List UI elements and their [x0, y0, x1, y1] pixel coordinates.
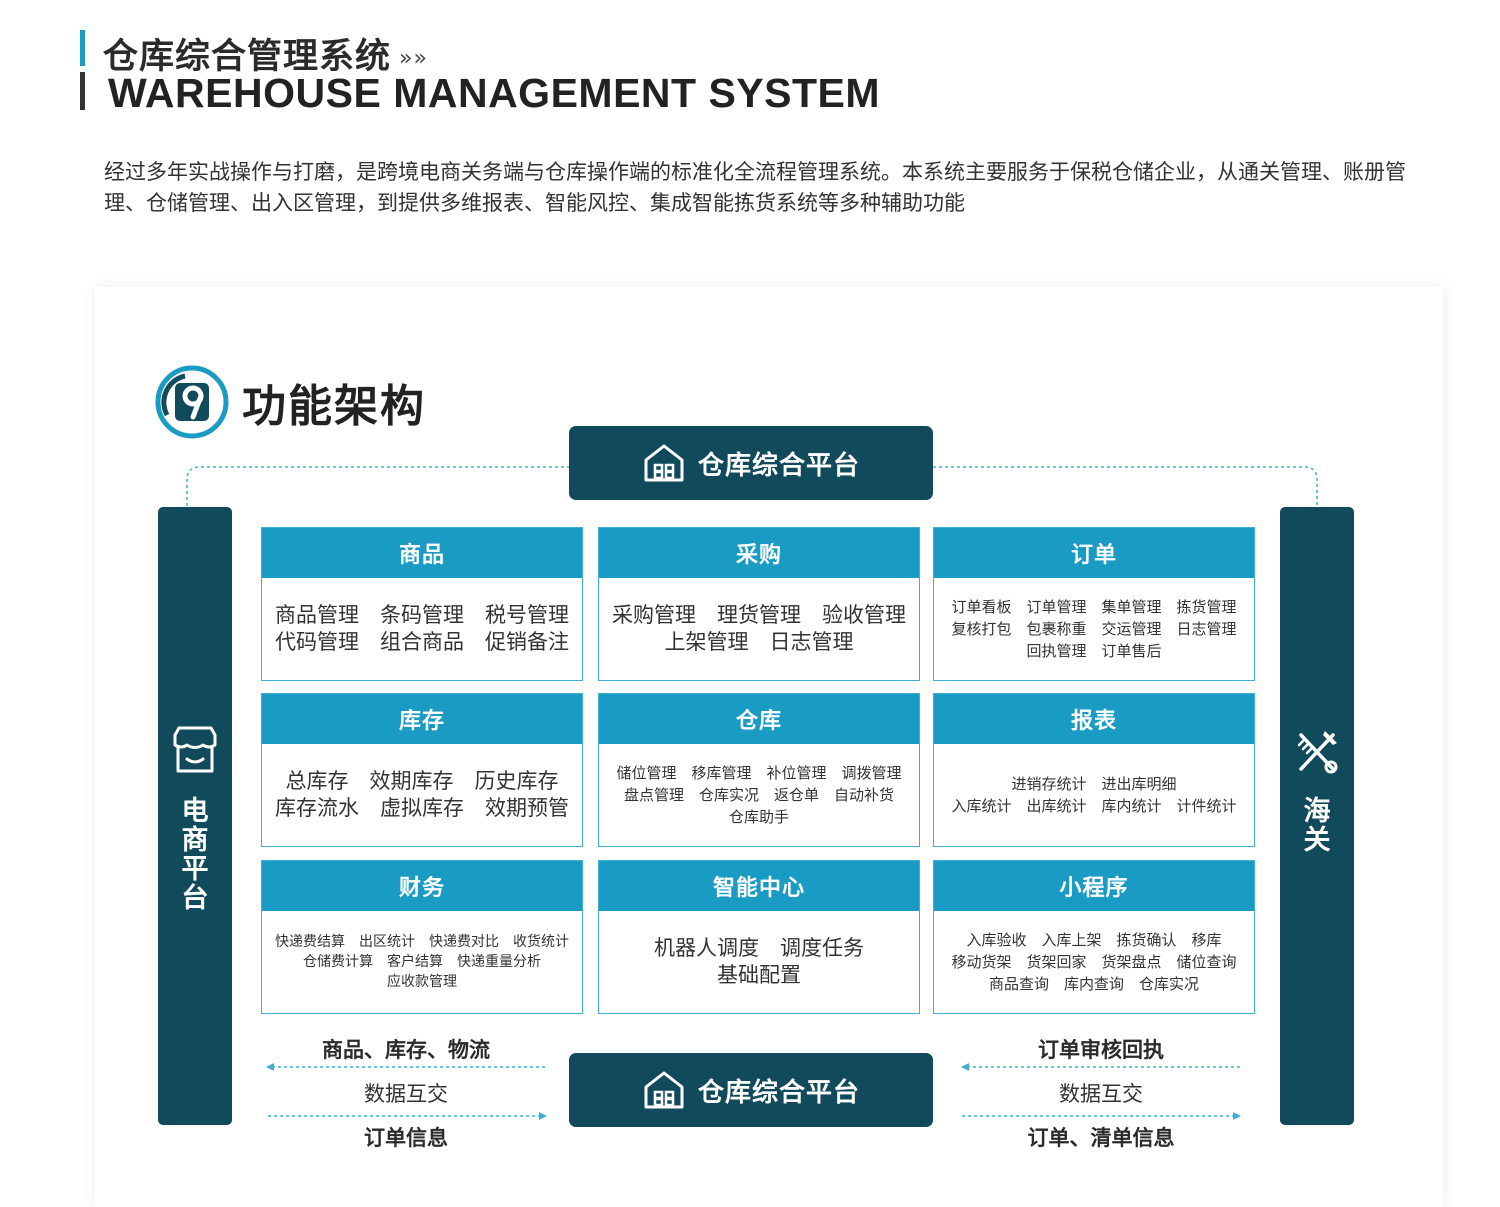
module-title: 仓库	[599, 694, 919, 744]
module-warehouse: 仓库 储位管理 移库管理 补位管理 调拨管理 盘点管理 仓库实况 返仓单 自动补…	[598, 693, 920, 847]
module-title: 小程序	[934, 861, 1254, 911]
module-line: 进销存统计 进出库明细	[1011, 775, 1177, 793]
side-customs: 海 关	[1280, 507, 1354, 1125]
platform-bottom-label: 仓库综合平台	[697, 1077, 860, 1108]
flow-right-bottom: 订单、清单信息	[1027, 1126, 1175, 1150]
platform-top: 仓库综合平台	[569, 426, 933, 500]
module-mini-program: 小程序 入库验收 入库上架 拣货确认 移库 移动货架 货架回家 货架盘点 储位查…	[933, 860, 1255, 1014]
module-line: 机器人调度 调度任务	[654, 936, 864, 960]
module-line: 仓库助手	[728, 808, 789, 826]
side-customs-label: 海 关	[1303, 796, 1331, 856]
double-chevron-icon: »»	[399, 45, 428, 71]
flow-left-top: 商品、库存、物流	[322, 1038, 490, 1062]
flow-arrow-left-in	[266, 1063, 546, 1071]
flow-arrow-right-in	[961, 1063, 1240, 1071]
module-title: 报表	[934, 694, 1254, 744]
module-inventory: 库存 总库存 效期库存 历史库存 库存流水 虚拟库存 效期预管	[261, 693, 583, 847]
module-title: 商品	[262, 528, 582, 578]
module-line: 代码管理 组合商品 促销备注	[275, 630, 569, 654]
module-title: 智能中心	[599, 861, 919, 911]
module-line: 仓储费计算 客户结算 快递重量分析	[303, 954, 541, 970]
flow-left-middle: 数据互交	[364, 1082, 448, 1106]
module-line: 基础配置	[717, 963, 801, 987]
module-line: 快递费结算 出区统计 快递费对比 收货统计	[275, 934, 569, 950]
module-purchase: 采购 采购管理 理货管理 验收管理 上架管理 日志管理	[598, 527, 920, 681]
platform-bottom: 仓库综合平台	[569, 1053, 933, 1127]
module-title: 库存	[262, 694, 582, 744]
module-orders: 订单 订单看板 订单管理 集单管理 拣货管理 复核打包 包裹称重 交运管理 日志…	[933, 527, 1255, 681]
module-line: 盘点管理 仓库实况 返仓单 自动补货	[623, 786, 894, 804]
header-accent-bar	[80, 30, 85, 66]
flow-arrow-right-out	[962, 1112, 1241, 1120]
module-line: 订单看板 订单管理 集单管理 拣货管理	[951, 598, 1237, 616]
module-line: 复核打包 包裹称重 交运管理 日志管理	[951, 620, 1237, 638]
module-line: 库存流水 虚拟库存 效期预管	[275, 796, 569, 820]
side-ecommerce-label: 电 商 平 台	[181, 796, 209, 914]
flow-arrow-left-out	[268, 1112, 547, 1120]
module-line: 采购管理 理货管理 验收管理	[612, 603, 906, 627]
side-ecommerce-platform: 电 商 平 台	[158, 507, 232, 1125]
module-line: 应收款管理	[387, 974, 457, 990]
module-line: 储位管理 移库管理 补位管理 调拨管理	[616, 764, 902, 782]
warehouse-house-icon	[644, 444, 684, 482]
module-line: 上架管理 日志管理	[664, 630, 854, 654]
module-title: 采购	[599, 528, 919, 578]
module-line: 商品查询 库内查询 仓库实况	[988, 975, 1199, 993]
module-reports: 报表 进销存统计 进出库明细 入库统计 出库统计 库内统计 计件统计	[933, 693, 1255, 847]
page-title-en: WAREHOUSE MANAGEMENT SYSTEM	[108, 70, 881, 116]
module-title: 订单	[934, 528, 1254, 578]
customs-emblem-icon	[1297, 731, 1338, 774]
page-title-cn: 仓库综合管理系统»»	[103, 37, 428, 77]
platform-top-label: 仓库综合平台	[697, 450, 860, 481]
warehouse-house-icon	[644, 1071, 684, 1109]
module-line: 商品管理 条码管理 税号管理	[275, 603, 569, 627]
storefront-icon	[173, 726, 217, 773]
module-line: 入库验收 入库上架 拣货确认 移库	[966, 931, 1222, 949]
module-smart-center: 智能中心 机器人调度 调度任务 基础配置	[598, 860, 920, 1014]
module-finance: 财务 快递费结算 出区统计 快递费对比 收货统计 仓储费计算 客户结算 快递重量…	[261, 860, 583, 1014]
module-line: 总库存 效期库存 历史库存	[285, 769, 559, 793]
module-title: 财务	[262, 861, 582, 911]
flow-left-bottom: 订单信息	[364, 1126, 448, 1150]
number-9-circle-icon	[155, 365, 229, 439]
header-accent-bar-dark	[80, 72, 85, 110]
module-line: 回执管理 订单售后	[1026, 642, 1162, 660]
flow-right-middle: 数据互交	[1059, 1082, 1143, 1106]
flow-right-top: 订单审核回执	[1038, 1038, 1164, 1062]
module-line: 移动货架 货架回家 货架盘点 储位查询	[951, 953, 1237, 971]
section-title: 功能架构	[242, 381, 426, 432]
module-line: 入库统计 出库统计 库内统计 计件统计	[951, 797, 1237, 815]
module-goods: 商品 商品管理 条码管理 税号管理 代码管理 组合商品 促销备注	[261, 527, 583, 681]
intro-paragraph: 经过多年实战操作与打磨，是跨境电商关务端与仓库操作端的标准化全流程管理系统。本系…	[104, 160, 1406, 215]
